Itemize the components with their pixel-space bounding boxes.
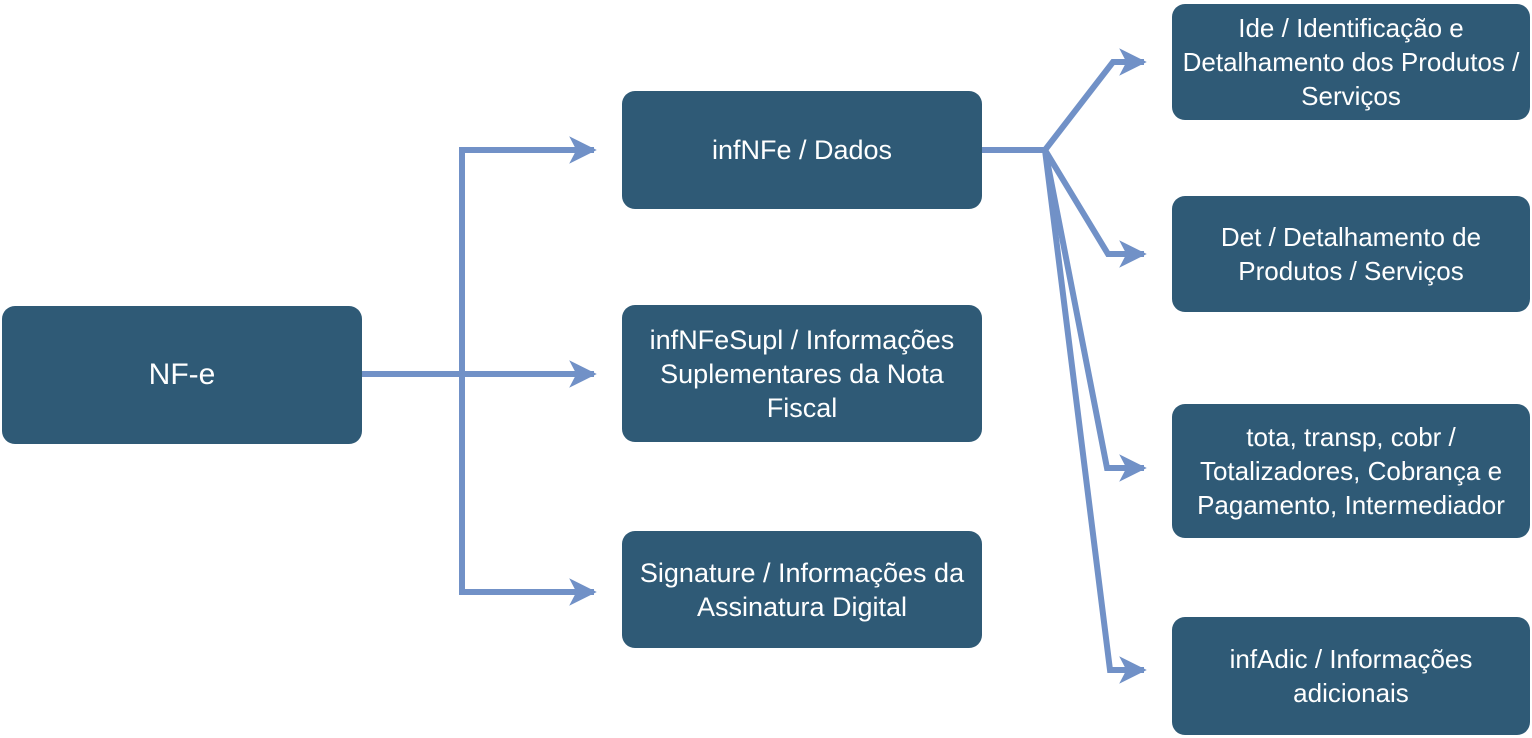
node-infnfe-dados-label: infNFe / Dados [711, 135, 893, 165]
arrow-infnfe-to-det [1042, 148, 1147, 268]
node-signature: Signature / Informações da Assinatura Di… [622, 531, 982, 648]
node-infadic: infAdic / Informações adicionais [1172, 617, 1530, 735]
node-infnfesupl: infNFeSupl / Informações Suplementares d… [622, 305, 982, 442]
node-det-label: Det / Detalhamento de Produtos / Serviço… [1220, 222, 1482, 286]
node-tota-transp-cobr-label: tota, transp, cobr / Totalizadores, Cobr… [1197, 422, 1505, 520]
node-nfe: NF-e [2, 306, 362, 444]
node-infadic-label: infAdic / Informações adicionais [1229, 644, 1473, 708]
node-ide-label: Ide / Identificação e Detalhamento dos P… [1182, 13, 1520, 111]
arrow-infnfe-to-tota [1042, 149, 1147, 482]
node-infnfe-dados: infNFe / Dados [622, 91, 982, 209]
node-ide: Ide / Identificação e Detalhamento dos P… [1172, 4, 1530, 120]
arrow-infnfe-to-infadic [1042, 149, 1147, 684]
node-tota-transp-cobr: tota, transp, cobr / Totalizadores, Cobr… [1172, 404, 1530, 538]
node-infnfesupl-label: infNFeSupl / Informações Suplementares d… [649, 324, 955, 423]
node-nfe-label: NF-e [148, 358, 216, 391]
node-det: Det / Detalhamento de Produtos / Serviço… [1172, 196, 1530, 312]
arrow-infnfe-to-ide [1042, 48, 1147, 152]
node-signature-label: Signature / Informações da Assinatura Di… [639, 557, 965, 622]
